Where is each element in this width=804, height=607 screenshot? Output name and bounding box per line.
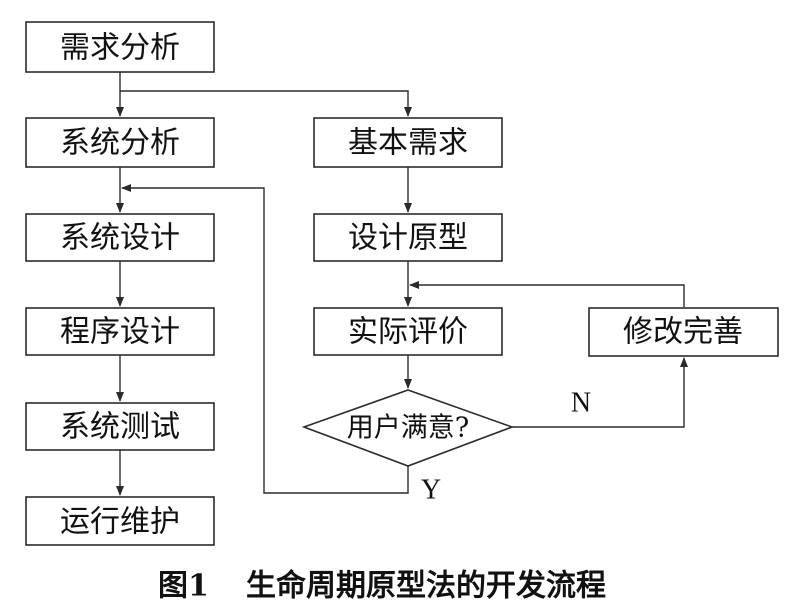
node-system-testing: 系统测试 [25,402,215,451]
node-operation-maintenance: 运行维护 [25,496,215,546]
node-label: 程序设计 [60,315,180,350]
node-label: 用户满意? [347,413,469,444]
node-label: 运行维护 [60,505,180,540]
node-system-design: 系统设计 [25,213,215,262]
edge-decision-yes-to-system-design [121,184,409,494]
node-system-analysis: 系统分析 [25,117,215,168]
edge-modify-to-evaluation [409,281,685,307]
node-label: 系统测试 [60,410,180,445]
edge-label-yes: Y [421,475,441,506]
figure-caption: 图1 生命周期原型法的开发流程 [158,569,606,604]
node-label: 设计原型 [348,221,468,256]
node-label: 实际评价 [348,315,468,350]
node-label: 修改完善 [623,315,743,350]
node-requirements-analysis: 需求分析 [25,21,215,73]
caption-title: 生命周期原型法的开发流程 [246,569,606,604]
flow-edges [116,72,688,496]
node-label: 系统分析 [60,126,180,161]
node-label: 需求分析 [60,31,180,66]
edge-decision-no-to-modify [512,357,688,428]
caption-figure-number: 图1 [158,569,209,604]
node-modify-improve: 修改完善 [588,307,779,357]
edge-requirements-to-basic-requirements [120,90,412,117]
node-program-design: 程序设计 [25,307,215,356]
node-basic-requirements: 基本需求 [313,117,503,168]
node-actual-evaluation: 实际评价 [313,307,503,356]
node-label: 基本需求 [348,126,468,161]
node-user-satisfied-decision: 用户满意? [301,389,515,467]
node-label: 系统设计 [60,221,180,256]
edge-label-no: N [571,388,591,419]
node-design-prototype: 设计原型 [313,213,503,262]
